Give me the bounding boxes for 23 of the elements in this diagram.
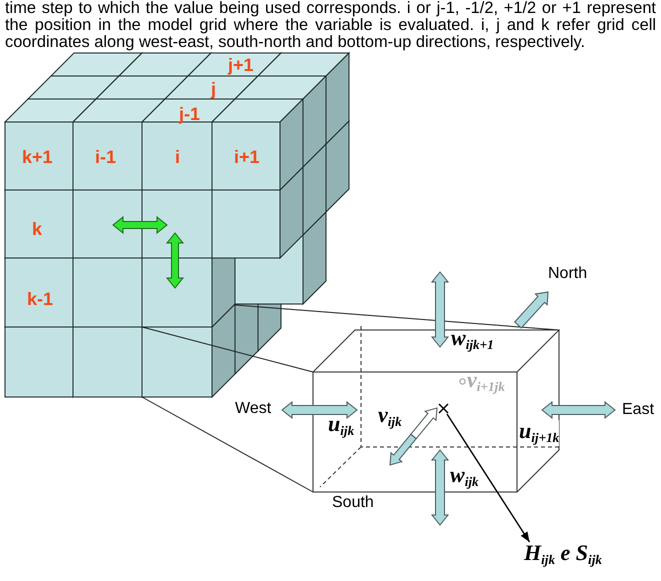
index-label: i+1 bbox=[234, 147, 260, 167]
variable-label: v$_{i+1jk}$ bbox=[467, 369, 505, 395]
direction-label: North bbox=[548, 265, 588, 283]
index-label: i bbox=[175, 147, 180, 167]
index-label: k-1 bbox=[27, 289, 54, 309]
variable-label: H$_{ijk}$ e S$_{ijk}$ bbox=[524, 542, 602, 568]
direction-label: South bbox=[332, 494, 374, 512]
intro-paragraph: time step to which the value being used corresponds. i or j-1, -1/2, +1/2 or +1 represent the position in the model grid where the variable is evaluated. i, j and k refer grid cell coordinates along west-east, south-north and bottom-up directions, respectively. bbox=[5, 0, 656, 51]
index-label: k+1 bbox=[22, 147, 53, 167]
variable-label: w$_{ijk}$ bbox=[450, 464, 479, 490]
variable-label: u$_{ijk}$ bbox=[328, 413, 354, 439]
variable-label: v$_{ijk}$ bbox=[378, 404, 402, 430]
index-label: i-1 bbox=[95, 147, 116, 167]
index-label: j+1 bbox=[228, 55, 254, 75]
variable-label: w$_{ijk+1}$ bbox=[451, 327, 494, 353]
variable-label: u$_{ij+1k}$ bbox=[519, 420, 560, 446]
index-label: k bbox=[32, 219, 42, 239]
index-label: j bbox=[211, 79, 216, 99]
x-mark-icon bbox=[438, 403, 449, 414]
leader-arrow bbox=[446, 414, 530, 542]
direction-label: West bbox=[235, 400, 272, 418]
index-label: j-1 bbox=[179, 104, 200, 124]
direction-label: East bbox=[622, 401, 654, 419]
